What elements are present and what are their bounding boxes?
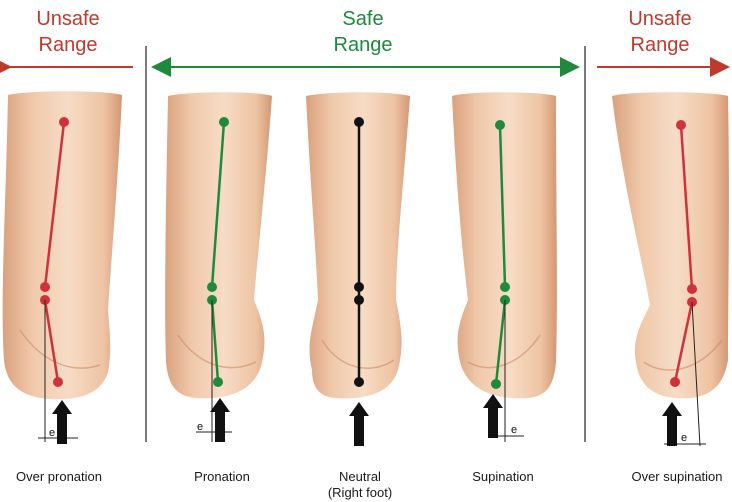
caption-supination: Supination [453, 469, 553, 485]
over-supination-point-ankle-upper [687, 284, 697, 294]
caption-pronation: Pronation [172, 469, 272, 485]
over-supination-foot: e [612, 92, 729, 446]
supination-point-heel [491, 379, 501, 389]
over-pronation-point-calf [59, 117, 69, 127]
over-pronation-foot: e [3, 91, 122, 444]
supination-offset-marker: e [511, 424, 517, 436]
neutral-point-ankle-lower [354, 295, 364, 305]
neutral-foot [306, 92, 410, 446]
pronation-force-arrow-icon [210, 398, 230, 442]
neutral-point-heel [354, 377, 364, 387]
caption-neutral-main: Neutral [310, 469, 410, 485]
supination-foot: e [452, 92, 557, 442]
pronation-foot: e [165, 92, 272, 442]
over-supination-point-heel [670, 377, 680, 387]
over-pronation-point-ankle-upper [40, 282, 50, 292]
over-supination-force-arrow-icon [662, 402, 682, 446]
neutral-point-ankle-upper [354, 282, 364, 292]
supination-force-arrow-icon [483, 394, 503, 438]
supination-point-ankle-upper [500, 282, 510, 292]
over-supination-point-calf [676, 120, 686, 130]
caption-over-supination: Over supination [622, 469, 732, 485]
pronation-point-ankle-upper [207, 282, 217, 292]
over-supination-offset-marker: e [681, 432, 687, 444]
caption-neutral: Neutral (Right foot) [310, 469, 410, 501]
caption-neutral-sub: (Right foot) [310, 485, 410, 501]
pronation-offset-marker: e [197, 421, 203, 433]
pronation-point-heel [213, 377, 223, 387]
pronation-point-calf [219, 117, 229, 127]
over-pronation-point-heel [53, 377, 63, 387]
supination-point-calf [495, 120, 505, 130]
neutral-point-calf [354, 117, 364, 127]
pronation-leg [165, 92, 272, 398]
caption-over-pronation: Over pronation [0, 469, 118, 485]
over-pronation-offset-marker: e [49, 427, 55, 439]
neutral-force-arrow-icon [349, 402, 369, 446]
